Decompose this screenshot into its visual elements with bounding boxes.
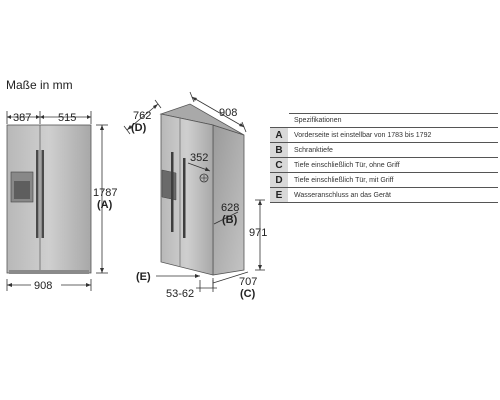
dim-628: 628 bbox=[221, 202, 239, 214]
front-view: 387 515 1787 (A) 908 bbox=[6, 111, 117, 292]
label-D: (D) bbox=[131, 122, 147, 134]
dim-1787: 1787 bbox=[93, 187, 117, 199]
spec-header-key bbox=[270, 113, 289, 128]
fridge-side-face bbox=[212, 124, 245, 276]
dim-352: 352 bbox=[190, 152, 208, 164]
dim-762: 762 bbox=[133, 110, 151, 122]
label-C: (C) bbox=[240, 288, 256, 300]
spec-text: Tiefe einschließlich Tür, mit Griff bbox=[288, 172, 498, 188]
dim-908-iso: 908 bbox=[219, 107, 237, 119]
spec-key: B bbox=[270, 142, 289, 158]
spec-table-header-row: Spezifikationen bbox=[270, 113, 498, 128]
dim-908-front: 908 bbox=[34, 280, 52, 292]
spec-row: A Vorderseite ist einstellbar von 1783 b… bbox=[270, 127, 498, 143]
fridge-iso-front bbox=[160, 113, 214, 276]
fridge-front-base bbox=[9, 270, 89, 274]
spec-table: Spezifikationen A Vorderseite ist einste… bbox=[270, 113, 498, 203]
page-title: Maße in mm bbox=[6, 78, 73, 92]
spec-row: C Tiefe einschließlich Tür, ohne Griff bbox=[270, 157, 498, 173]
iso-dispenser bbox=[161, 169, 177, 201]
handle-right bbox=[41, 150, 44, 238]
handle-left bbox=[36, 150, 39, 238]
dim-707: 707 bbox=[239, 276, 257, 288]
label-B: (B) bbox=[222, 214, 238, 226]
spec-row: B Schranktiefe bbox=[270, 142, 498, 158]
spec-text: Schranktiefe bbox=[288, 142, 498, 158]
label-A: (A) bbox=[97, 199, 113, 211]
spec-text: Wasseranschluss an das Gerät bbox=[288, 187, 498, 203]
iso-handle-left bbox=[171, 152, 174, 232]
spec-row: D Tiefe einschließlich Tür, mit Griff bbox=[270, 172, 498, 188]
dim-515: 515 bbox=[58, 112, 76, 124]
spec-text: Tiefe einschließlich Tür, ohne Griff bbox=[288, 157, 498, 173]
spec-row: E Wasseranschluss an das Gerät bbox=[270, 187, 498, 203]
water-connection-icon bbox=[199, 173, 209, 183]
spec-header: Spezifikationen bbox=[288, 113, 498, 128]
dim-387: 387 bbox=[13, 112, 31, 124]
label-E: (E) bbox=[136, 271, 151, 283]
spec-key: A bbox=[270, 127, 289, 143]
iso-handle-right bbox=[183, 158, 186, 238]
iso-view: 762 (D) 908 352 628 (B) 971 (E) 707 (C) bbox=[123, 91, 267, 300]
spec-text: Vorderseite ist einstellbar von 1783 bis… bbox=[288, 127, 498, 143]
dim-971: 971 bbox=[249, 227, 267, 239]
dim-53-62: 53-62 bbox=[166, 288, 194, 300]
spec-key: D bbox=[270, 172, 289, 188]
spec-key: C bbox=[270, 157, 289, 173]
spec-key: E bbox=[270, 187, 289, 203]
